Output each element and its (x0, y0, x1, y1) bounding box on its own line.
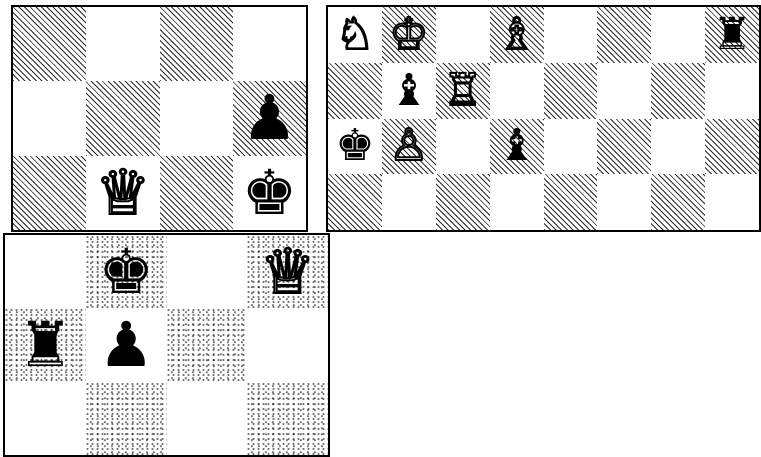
board-square: ♘ (328, 7, 382, 63)
board-square (13, 7, 86, 81)
board-square (436, 119, 490, 175)
board-square (651, 63, 705, 119)
board-square (167, 308, 248, 381)
board-square (705, 63, 759, 119)
board-square (436, 7, 490, 63)
board-square (436, 174, 490, 230)
board-square (167, 382, 248, 455)
black-pawn-icon: ♟ (242, 87, 298, 149)
board-square: ♖ (436, 63, 490, 119)
white-queen-icon: ♕ (95, 162, 151, 224)
board-square (5, 235, 86, 308)
black-king-icon: ♚ (98, 241, 154, 303)
board-square (328, 63, 382, 119)
board-square (705, 174, 759, 230)
board-square: ♕ (86, 156, 159, 230)
board-square (328, 174, 382, 230)
board-square (597, 7, 651, 63)
board-square (597, 119, 651, 175)
board-square (544, 174, 598, 230)
board-square (86, 81, 159, 155)
board-square (13, 81, 86, 155)
board-square: ♚ (86, 235, 167, 308)
board-square: ♚ (233, 156, 306, 230)
black-king-icon: ♚ (335, 124, 374, 168)
white-queen-icon: ♕ (260, 241, 316, 303)
board-square: ♔ (382, 7, 436, 63)
board-square (597, 63, 651, 119)
board-square (160, 7, 233, 81)
board-square: ♜ (705, 7, 759, 63)
board-square (651, 7, 705, 63)
white-knight-icon: ♘ (335, 13, 374, 57)
black-rook-icon: ♜ (18, 314, 74, 376)
chess-diagram-bottom-left: ♚ ♕ ♜ ♟ (3, 233, 330, 457)
chess-diagram-top-left: ♟ ♕ ♚ (11, 5, 308, 232)
board-square (167, 235, 248, 308)
white-pawn-icon: ♙ (389, 124, 428, 168)
board-square: ♕ (247, 235, 328, 308)
board-square: ♜ (5, 308, 86, 381)
chess-diagram-top-right: ♘ ♔ ♗ ♜ ♝ ♖ ♚ ♙ ♝ (326, 5, 761, 232)
black-pawn-icon: ♟ (98, 314, 154, 376)
white-king-icon: ♔ (389, 13, 428, 57)
board-square (247, 308, 328, 381)
board-square (5, 382, 86, 455)
white-rook-icon: ♖ (443, 69, 482, 113)
board-square (544, 119, 598, 175)
board-square: ♟ (86, 308, 167, 381)
black-king-icon: ♚ (242, 162, 298, 224)
board-square (490, 63, 544, 119)
board-square: ♚ (328, 119, 382, 175)
black-rook-icon: ♜ (712, 13, 751, 57)
board-square (86, 7, 159, 81)
board-square (13, 156, 86, 230)
board-square: ♙ (382, 119, 436, 175)
board-square (160, 156, 233, 230)
board-square (705, 119, 759, 175)
board-square: ♟ (233, 81, 306, 155)
board-square (382, 174, 436, 230)
board-square (544, 63, 598, 119)
board-square (86, 382, 167, 455)
board-square (247, 382, 328, 455)
board-square (651, 174, 705, 230)
white-bishop-icon: ♗ (497, 13, 536, 57)
board-square (160, 81, 233, 155)
black-bishop-icon: ♝ (497, 124, 536, 168)
board-square (597, 174, 651, 230)
board-square: ♝ (382, 63, 436, 119)
board-square: ♗ (490, 7, 544, 63)
board-square (490, 174, 544, 230)
board-square (544, 7, 598, 63)
board-square (233, 7, 306, 81)
board-square: ♝ (490, 119, 544, 175)
black-bishop-icon: ♝ (389, 69, 428, 113)
board-square (651, 119, 705, 175)
